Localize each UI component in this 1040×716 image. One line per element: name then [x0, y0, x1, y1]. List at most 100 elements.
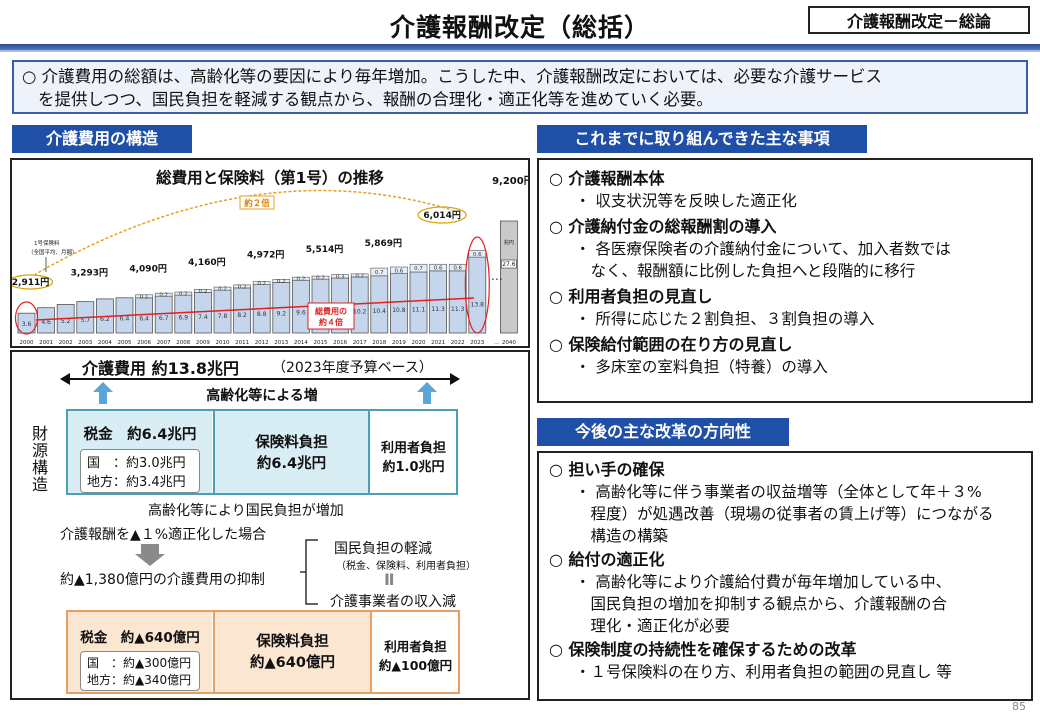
chart-bar-segment-value: 0.2 — [355, 273, 364, 279]
chart-x-tick: 2023 — [470, 340, 484, 346]
quad-label-box — [307, 302, 355, 330]
list-item-detail: ・ 各医療保険者の介護納付金について、加入者数では — [575, 240, 951, 258]
down-arrow-icon — [135, 544, 165, 566]
cost-premium-chart: 3.620004.620015.220025.720036.220046.420… — [12, 175, 528, 346]
chart-x-tick: 2003 — [78, 340, 92, 346]
chart-x-tick: 2020 — [412, 340, 426, 346]
chart-bar-segment — [174, 291, 193, 296]
chart-bar-segment — [409, 263, 428, 273]
chart-bracket-label: 兆円 — [504, 239, 514, 246]
bracket-shape — [300, 539, 318, 605]
premium-label: 5,514円 — [306, 244, 343, 255]
chart-bar-segment-value: 0.2 — [179, 292, 188, 298]
chart-bar-segment-value: 0.6 — [395, 268, 404, 274]
chart-x-tick: 2015 — [314, 340, 328, 346]
income-decrease-text: 介護事業者の収入減 — [330, 594, 456, 610]
chart-x-tick: 2021 — [431, 340, 445, 346]
section-header-past-initiatives: これまでに取り組んできた主な事項 — [537, 125, 867, 153]
chart-bar-segment-value: 0.3 — [336, 274, 345, 280]
chart-bar-segment-value: 0.6 — [434, 266, 443, 272]
zaigen-vertical-label: 財 源 構 造 — [31, 424, 48, 494]
chart-x-tick: 2010 — [216, 340, 230, 346]
premium-highlight-ellipse — [12, 274, 54, 290]
tax-reduction-box: 税金 約▲640億円 国 ：約▲300億円 地方：約▲340億円 — [68, 612, 212, 692]
chart-bar-value: 6.9 — [179, 315, 189, 322]
cut-case-text: 介護報酬を▲１%適正化した場合 — [60, 527, 267, 543]
chart-x-tick: … — [494, 340, 500, 346]
cost-total-note: （2023年度予算ベース） — [272, 360, 433, 376]
chart-bar-value: 10.8 — [392, 307, 406, 314]
chart-bar-value: 3.6 — [22, 321, 32, 328]
chart-bar-segment — [370, 267, 389, 277]
chart-bar-value: 7.4 — [198, 314, 208, 321]
chart-bar-segment — [272, 279, 291, 283]
double-label: 約２倍 — [244, 198, 270, 209]
premium-note-line1: 1号保険料 — [34, 239, 60, 247]
chart-bar-segment-value: 0.2 — [277, 279, 286, 285]
chart-bar-value: 7.8 — [218, 313, 228, 320]
chart-bar-segment — [311, 275, 330, 280]
relief-subtitle: （税金、保険料、利用者負担） — [336, 561, 476, 572]
chart-x-tick: 2011 — [235, 340, 249, 346]
user-burden-box: 利用者負担 約1.0兆円 — [371, 411, 456, 493]
tax-box: 税金 約6.4兆円 国 ：約3.0兆円 地方：約3.4兆円 — [68, 411, 212, 493]
chart-x-tick: 2001 — [39, 340, 53, 346]
premium-label: 4,972円 — [247, 250, 284, 261]
chart-bar-value: 13.8 — [471, 301, 485, 308]
chart-bar-segment-value: 0.2 — [159, 293, 168, 299]
premium-label: 5,869円 — [365, 238, 402, 249]
premium-label: 6,014円 — [423, 210, 460, 221]
premium-label: 9,200円 — [492, 175, 528, 187]
chart-dots: … — [491, 269, 503, 283]
chart-x-tick: 2004 — [98, 340, 112, 346]
chart-overlay-group: 27.6兆円(年度)…2,911円3,293円4,090円4,160円4,972… — [12, 175, 528, 335]
section-header-cost-structure: 介護費用の構造 — [12, 125, 192, 153]
chart-bar-segment-value: 0.2 — [199, 289, 208, 295]
chart-x-tick: 2019 — [392, 340, 406, 346]
summary-box: ○ 介護費用の総額は、高齢化等の要因により毎年増加。こうした中、介護報酬改定にお… — [12, 60, 1028, 114]
chart-bar-segment-value: 0.2 — [238, 284, 247, 290]
highlight-ellipse — [464, 236, 490, 334]
aging-increase-label: 高齢化等による増 — [206, 388, 318, 404]
chart-bar-value: 11.1 — [412, 307, 426, 314]
premium-label: 3,293円 — [71, 268, 108, 279]
chart-x-tick: 2006 — [137, 340, 151, 346]
list-item-detail: 程度）が処遇改善（現場の従事者の賃上げ等）につながる — [575, 505, 994, 523]
premium-note-line2: （全国平均、月額） — [28, 248, 78, 256]
chart-x-tick: 2012 — [255, 340, 269, 346]
up-arrow-icon — [93, 382, 113, 404]
chart-bar — [468, 256, 487, 334]
summary-line-2: を提供しつつ、国民負担を軽減する観点から、報酬の合理化・適正化等を進めていく必要… — [38, 90, 713, 109]
relief-title: 国民負担の軽減 — [334, 541, 432, 557]
chart-bar-segment — [194, 289, 212, 293]
chart-bar-segment-value: 0.1 — [140, 294, 149, 300]
chart-bar — [370, 275, 389, 334]
list-item-heading: ○ 保険給付範囲の在り方の見直し — [549, 335, 793, 354]
list-item-heading: ○ 利用者負担の見直し — [549, 287, 713, 306]
chart-bar-value: 6.2 — [100, 316, 110, 323]
chart-bar-segment-value: 0.7 — [414, 266, 423, 272]
chart-bar-segment-value: 0.2 — [257, 281, 266, 287]
chart-bar — [409, 271, 428, 334]
chart-bar-segment — [468, 250, 487, 258]
chart-bar — [448, 270, 467, 334]
chart-bar-value: 5.7 — [81, 317, 91, 324]
chart-bar-value: 11.3 — [431, 306, 445, 313]
list-item-detail: 理化・適正化が必要 — [575, 617, 731, 635]
chart-bar — [499, 220, 518, 334]
premium-label: 4,160円 — [188, 257, 225, 268]
chart-x-tick: 2000 — [20, 340, 34, 346]
header-rule-light — [0, 50, 1040, 52]
chart-bar-segment-value: 0.2 — [218, 287, 227, 293]
list-item-heading: ○ 介護納付金の総報酬割の導入 — [549, 217, 777, 236]
chart-title: 総費用と保険料（第1号）の推移 — [156, 169, 384, 187]
list-item-detail: 構造の構築 — [575, 527, 669, 545]
chart-bar-segment — [292, 276, 310, 281]
tax-breakdown: 国 ：約3.0兆円 地方：約3.4兆円 — [80, 449, 200, 493]
chart-bar — [389, 273, 408, 334]
future-reforms-panel: ○ 担い手の確保・ 高齢化等に伴う事業者の収益増等（全体として年＋３% 程度）が… — [537, 451, 1033, 701]
premium-reduction-box: 保険料負担 約▲640億円 — [213, 612, 372, 692]
span-arrow — [60, 373, 460, 385]
chart-bar-value: 9.2 — [277, 310, 287, 317]
list-item-detail: 国民負担の増加を抑制する観点から、介護報酬の合 — [575, 595, 948, 613]
